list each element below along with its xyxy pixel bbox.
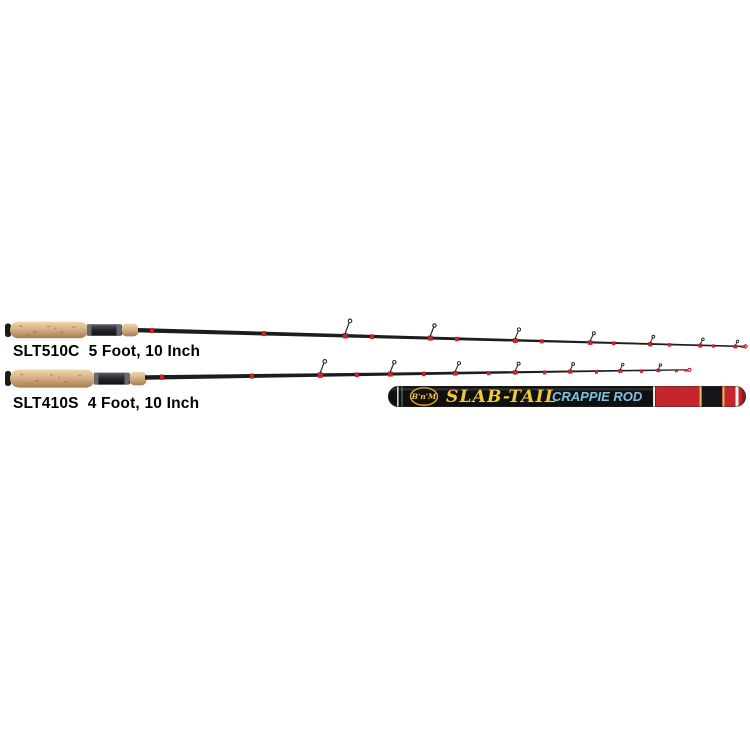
rod2-cork-texture — [20, 373, 82, 385]
banner-outline — [388, 386, 746, 407]
rod1-line-guides — [344, 318, 748, 349]
model-number: SLT510C — [13, 343, 80, 360]
rod1-seat-ring-left — [87, 324, 92, 336]
rod1-foregrip — [121, 323, 139, 337]
rod-closeup-banner: B'n'M SLAB-TAIL CRAPPIE ROD — [388, 386, 746, 407]
rod1-thread-wraps — [150, 327, 746, 349]
rod-slt410s — [5, 359, 692, 388]
rod1-cork-handle — [10, 321, 88, 339]
rod2-seat-ring-right — [124, 372, 129, 385]
rod2-line-guides — [319, 359, 692, 374]
rod2-cork-handle — [10, 369, 95, 388]
bnm-logo-text: B'n'M — [411, 392, 437, 401]
banner-category-text: CRAPPIE ROD — [552, 389, 643, 404]
product-label-slt410s: SLT410S 4 Foot, 10 Inch — [13, 395, 199, 413]
rod1-butt-cap — [5, 323, 11, 337]
banner-series-text: SLAB-TAIL — [446, 387, 558, 407]
rod-slt510c — [5, 318, 748, 349]
rod1-cork-texture — [19, 325, 76, 336]
rod2-seat-ring-left — [94, 372, 99, 385]
banner-segments — [388, 386, 746, 407]
product-label-slt510c: SLT510C 5 Foot, 10 Inch — [13, 343, 200, 361]
rod2-tip-top — [687, 367, 692, 372]
rod1-reel-seat — [87, 324, 122, 336]
rod1-tip-top — [743, 344, 748, 349]
rod2-blank — [145, 369, 688, 380]
rod2-foregrip — [129, 371, 147, 386]
rod1-blank — [138, 328, 745, 348]
rod2-thread-wraps — [160, 368, 688, 380]
model-number: SLT410S — [13, 395, 79, 412]
rod-length: 5 Foot, 10 Inch — [88, 343, 201, 360]
rod2-reel-seat — [94, 372, 130, 385]
bnm-logo — [409, 387, 439, 406]
rod2-butt-cap — [5, 371, 11, 386]
rod-length: 4 Foot, 10 Inch — [87, 395, 200, 412]
rod1-seat-ring-right — [116, 324, 121, 336]
